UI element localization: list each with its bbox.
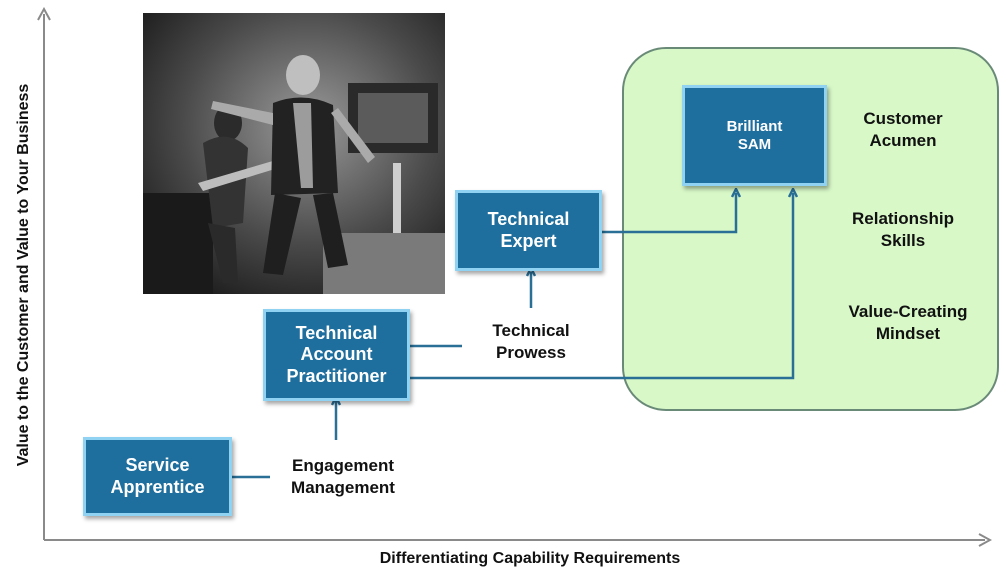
technical-account-practitioner-box: Technical Account Practitioner xyxy=(263,309,410,401)
brilliant-sam-label: Brilliant SAM xyxy=(726,117,783,153)
service-apprentice-box: Service Apprentice xyxy=(83,437,232,516)
customer-acumen-label: Customer Acumen xyxy=(863,109,943,151)
brilliant-sam-box: Brilliant SAM xyxy=(682,85,827,186)
service-apprentice-label: Service Apprentice xyxy=(110,454,205,497)
value-creating-mindset-label: Value-Creating Mindset xyxy=(848,302,968,344)
x-axis-label: Differentiating Capability Requirements xyxy=(379,550,681,567)
arrow-practitioner-to-sam xyxy=(410,193,793,380)
concert-photo-illustration xyxy=(143,13,445,294)
engagement-management-label: Engagement Management xyxy=(291,456,395,498)
technical-account-practitioner-label: Technical Account Practitioner xyxy=(286,322,387,386)
concert-photo xyxy=(143,13,445,294)
technical-prowess-label: Technical Prowess xyxy=(492,321,570,363)
arrow-expert-to-sam xyxy=(602,193,736,234)
relationship-skills-label: Relationship Skills xyxy=(851,209,954,251)
y-axis-label: Value to the Customer and Value to Your … xyxy=(15,83,32,467)
technical-expert-label: Technical Expert xyxy=(487,208,570,251)
technical-expert-box: Technical Expert xyxy=(455,190,602,271)
